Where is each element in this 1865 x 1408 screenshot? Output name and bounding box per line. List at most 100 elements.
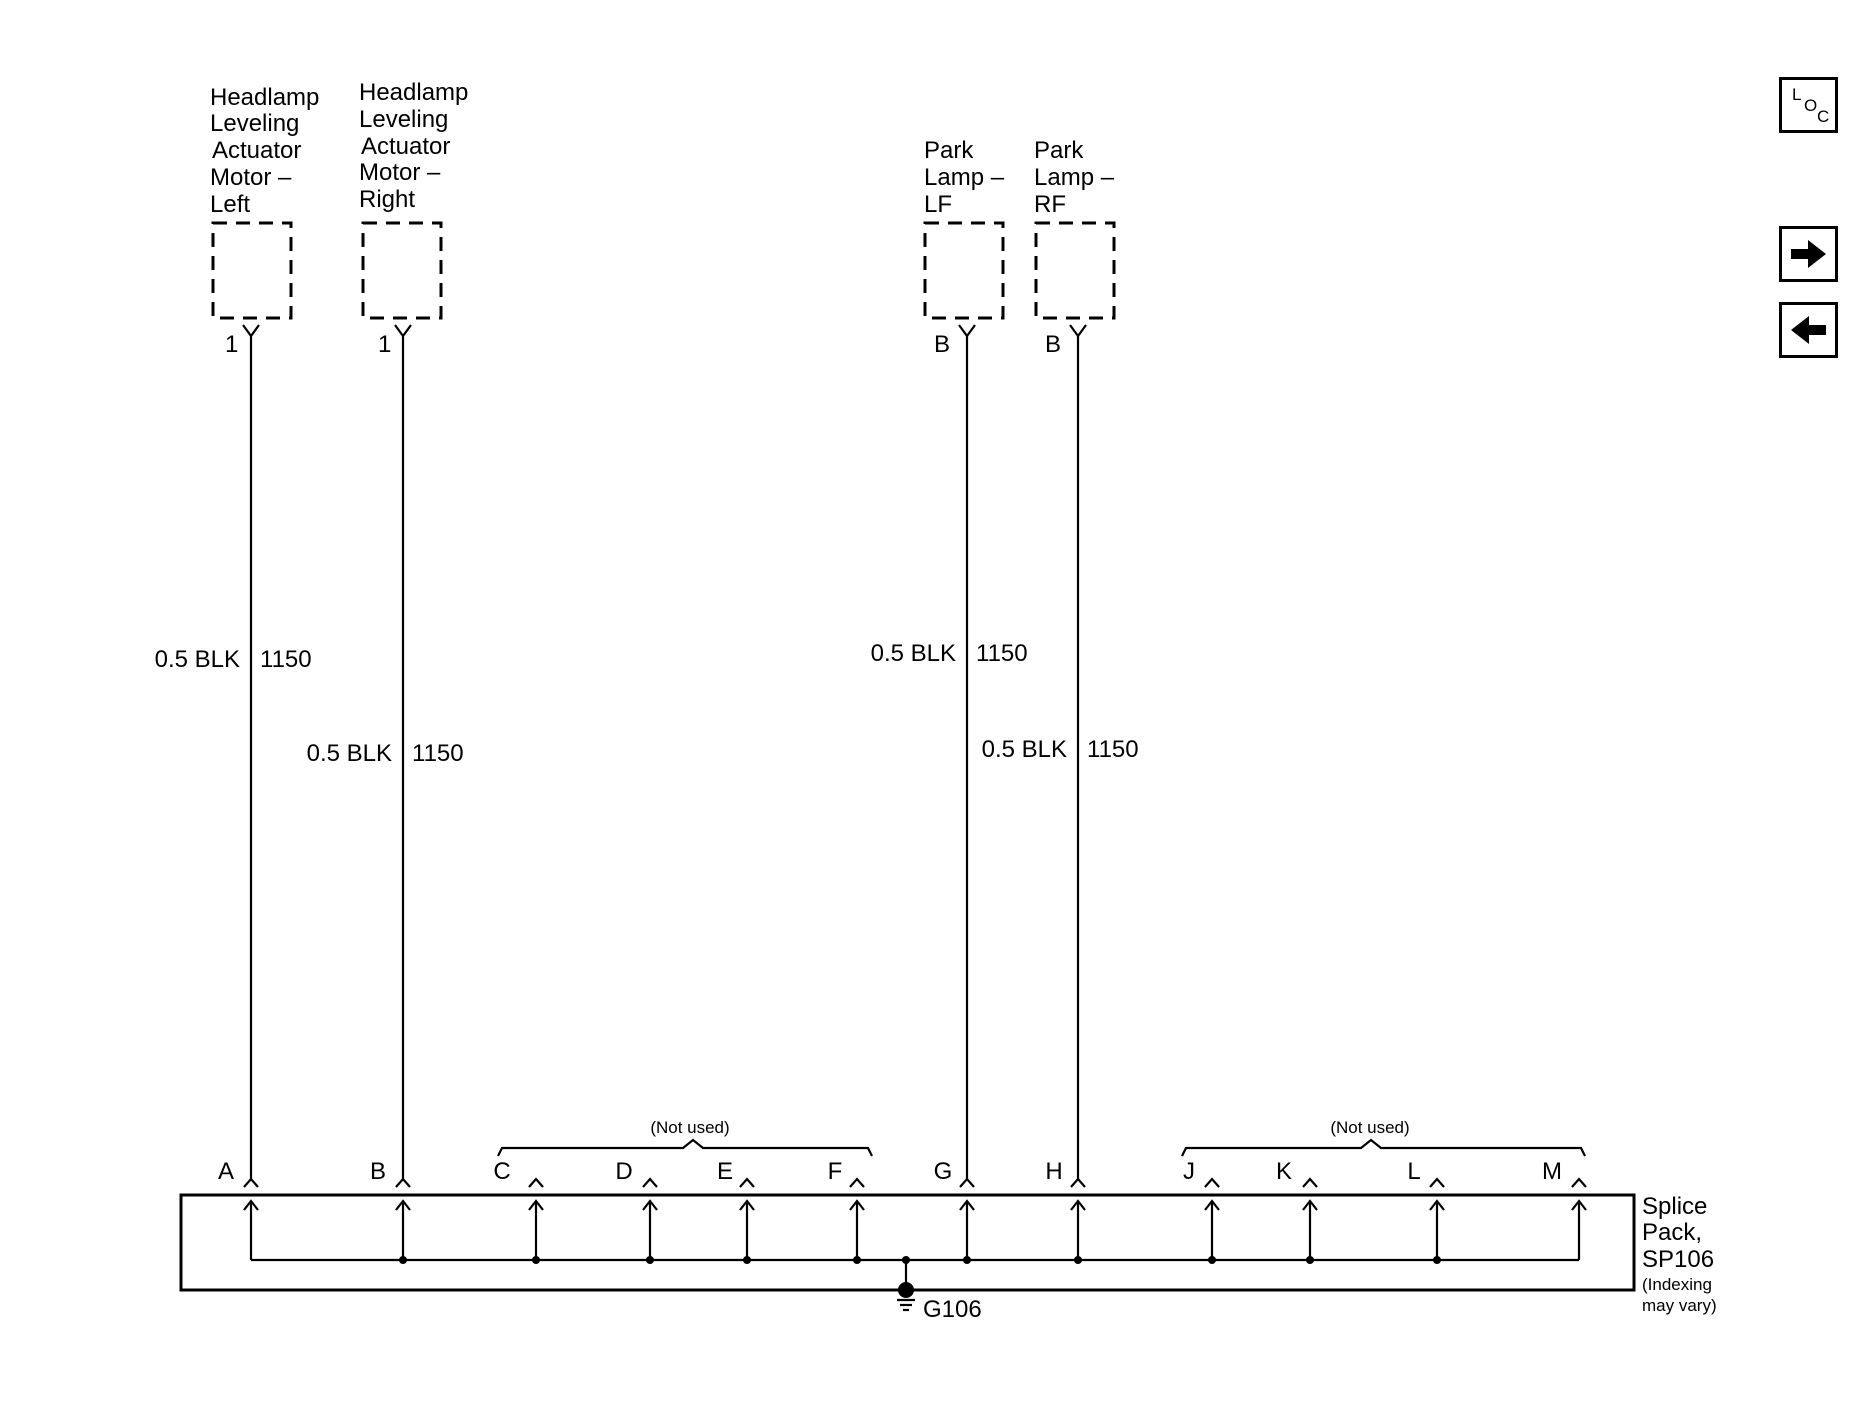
- label-line: Motor –: [359, 159, 441, 186]
- splice-pin-connector: [959, 1177, 975, 1188]
- splice-internal-arrow: [1204, 1199, 1220, 1211]
- splice-pin-connector: [1302, 1177, 1318, 1188]
- splice-pack-label-line: Splice: [1642, 1193, 1707, 1220]
- not-used-label: (Not used): [1330, 1118, 1409, 1137]
- splice-internal-arrow: [642, 1199, 658, 1211]
- splice-pin-connector: [528, 1177, 544, 1188]
- splice-internal-arrow: [849, 1199, 865, 1211]
- splice-internal-bus: [243, 1199, 1587, 1264]
- label-line: Actuator: [212, 137, 301, 164]
- splice-pin-connector: [1204, 1177, 1220, 1188]
- label-line: Lamp –: [924, 164, 1005, 191]
- label-line: Actuator: [361, 133, 450, 160]
- splice-pin-label: D: [615, 1158, 632, 1185]
- splice-pack-note-line: may vary): [1642, 1296, 1717, 1315]
- component-pin-label: B: [934, 331, 950, 358]
- splice-internal-arrow: [739, 1199, 755, 1211]
- splice-pin-label: B: [370, 1158, 386, 1185]
- label-line: LF: [924, 191, 952, 218]
- splice-pin-connector: [1429, 1177, 1445, 1188]
- svg-text:L: L: [1792, 85, 1801, 104]
- splice-pack-box: [179, 1193, 1636, 1292]
- component-box-headlamp-left: [211, 221, 293, 320]
- splice-pack-note-line: (Indexing: [1642, 1275, 1712, 1294]
- splice-pack-label-line: Pack,: [1642, 1219, 1702, 1246]
- splice-internal-arrow: [1571, 1199, 1587, 1211]
- splice-internal-arrow: [1070, 1199, 1086, 1211]
- label-line: Leveling: [210, 110, 299, 137]
- connector-symbol: [394, 324, 412, 338]
- component-label-headlamp-left: Headlamp Leveling Actuator Motor – Left: [210, 84, 319, 218]
- wire-circuit-number: 1150: [412, 740, 464, 767]
- splice-pin-label: E: [717, 1158, 733, 1185]
- splice-pack-label: Splice Pack, SP106 (Indexing may vary): [1642, 1193, 1717, 1315]
- component-label-park-lamp-lf: Park Lamp – LF: [924, 137, 1005, 218]
- loc-button[interactable]: L O C: [1779, 77, 1838, 133]
- not-used-brace-j-m: (Not used): [1181, 1118, 1586, 1157]
- wire-size-color: 0.5 BLK: [307, 740, 392, 767]
- wire-circuit-number: 1150: [260, 646, 312, 673]
- ground-g106: G106: [897, 1258, 982, 1323]
- label-line: RF: [1034, 191, 1066, 218]
- splice-pin-label: L: [1407, 1158, 1420, 1185]
- label-line: Motor –: [210, 164, 292, 191]
- connector-symbol: [1069, 324, 1087, 338]
- label-line: Left: [210, 191, 250, 218]
- component-box-park-lamp-rf: [1034, 221, 1116, 320]
- splice-pin-label: M: [1542, 1158, 1562, 1185]
- component-pin-label: 1: [378, 331, 391, 358]
- splice-pin-connector: [1070, 1177, 1086, 1188]
- label-line: Headlamp: [359, 79, 468, 106]
- splice-pin-connector: [642, 1177, 658, 1188]
- splice-pin-label: G: [934, 1158, 953, 1185]
- splice-pin-connector: [849, 1177, 865, 1188]
- loc-icon: L O C: [1792, 85, 1829, 126]
- previous-page-button[interactable]: [1779, 302, 1838, 358]
- not-used-brace-c-f: (Not used): [497, 1118, 873, 1157]
- component-box-headlamp-right: [361, 221, 443, 320]
- connector-symbol: [242, 324, 260, 338]
- component-label-park-lamp-rf: Park Lamp – RF: [1034, 137, 1115, 218]
- right-arrow-icon: [1791, 240, 1826, 268]
- component-pin-label: B: [1045, 331, 1061, 358]
- splice-pin-label: H: [1045, 1158, 1062, 1185]
- ground-junction-dot: [898, 1282, 914, 1298]
- splice-internal-arrow: [243, 1199, 259, 1211]
- splice-pin-label: C: [493, 1158, 510, 1185]
- splice-pin-connector: [739, 1177, 755, 1188]
- wire-circuit-number: 1150: [976, 640, 1028, 667]
- next-page-button[interactable]: [1779, 226, 1838, 282]
- label-line: Leveling: [359, 106, 448, 133]
- component-connector-symbols: [242, 324, 1087, 338]
- connector-symbol: [958, 324, 976, 338]
- ground-label: G106: [923, 1296, 982, 1323]
- left-arrow-icon: [1791, 316, 1826, 344]
- wire-size-color: 0.5 BLK: [982, 736, 1067, 763]
- splice-pin-connector: [395, 1177, 411, 1188]
- label-line: Lamp –: [1034, 164, 1115, 191]
- svg-text:C: C: [1817, 107, 1829, 126]
- wire-circuit-number: 1150: [1087, 736, 1139, 763]
- splice-internal-arrow: [1429, 1199, 1445, 1211]
- label-line: Park: [924, 137, 974, 164]
- splice-pin-label: A: [218, 1158, 234, 1185]
- wire-labels: 0.5 BLK 1150 0.5 BLK 1150 0.5 BLK 1150 0…: [155, 640, 1139, 767]
- splice-pin-label: F: [828, 1158, 843, 1185]
- splice-internal-arrow: [959, 1199, 975, 1211]
- svg-text:O: O: [1804, 96, 1817, 115]
- component-pin-label: 1: [225, 331, 238, 358]
- splice-internal-arrow: [528, 1199, 544, 1211]
- splice-internal-arrow: [395, 1199, 411, 1211]
- circuit-wires: [249, 336, 1080, 1180]
- splice-internal-arrow: [1302, 1199, 1318, 1211]
- component-label-headlamp-right: Headlamp Leveling Actuator Motor – Right: [359, 79, 468, 213]
- splice-pin-label: J: [1183, 1158, 1195, 1185]
- label-line: Park: [1034, 137, 1084, 164]
- splice-pin-label: K: [1276, 1158, 1292, 1185]
- splice-pin-connector: [243, 1177, 259, 1188]
- wire-size-color: 0.5 BLK: [155, 646, 240, 673]
- wire-size-color: 0.5 BLK: [871, 640, 956, 667]
- label-line: Headlamp: [210, 84, 319, 111]
